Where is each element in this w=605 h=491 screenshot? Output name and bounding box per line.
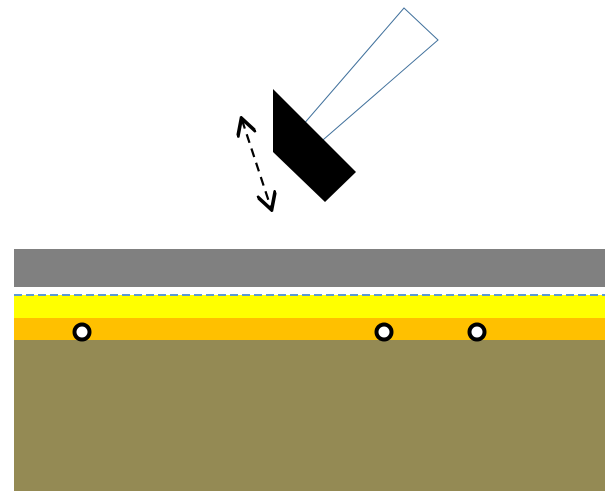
- yellow-layer: [14, 295, 605, 318]
- marker-point: [467, 322, 487, 342]
- tool-head: [273, 89, 356, 202]
- marker-point: [72, 322, 92, 342]
- base-olive-layer: [14, 340, 605, 491]
- orange-layer: [14, 318, 605, 340]
- marker-points: [72, 322, 487, 342]
- top-gray-layer: [14, 249, 605, 287]
- motion-arrow: [242, 120, 271, 208]
- white-gap: [14, 287, 605, 295]
- marker-point: [374, 322, 394, 342]
